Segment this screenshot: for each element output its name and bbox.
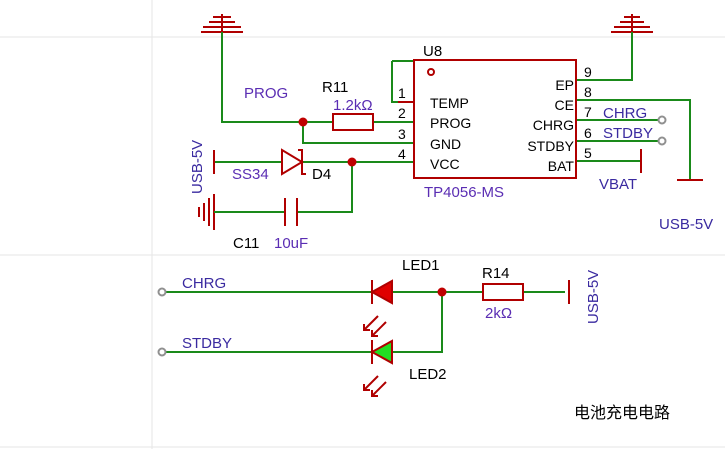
ground-symbol-c11 xyxy=(198,194,215,230)
led2-light-arrows xyxy=(363,375,387,397)
stdby-net-label-out: STDBY xyxy=(603,125,653,142)
capacitor-c11 xyxy=(284,198,298,226)
power-flags xyxy=(213,149,703,304)
vbat-net-label: VBAT xyxy=(599,176,637,193)
net-ends xyxy=(157,115,667,357)
ic-pin-name: CE xyxy=(555,97,574,113)
chrg-net-label-in: CHRG xyxy=(182,275,226,292)
junctions xyxy=(298,117,447,297)
usb5v-net-label-left: USB-5V xyxy=(189,140,206,194)
c11-value: 10uF xyxy=(274,235,308,252)
led-led2 xyxy=(363,339,393,397)
ic-pin-name: STDBY xyxy=(527,138,574,154)
ic-pin-number: 5 xyxy=(584,145,592,161)
ic-pin-number: 1 xyxy=(398,85,406,101)
chrg-net-label-out: CHRG xyxy=(603,105,647,122)
usb5v-net-label-led: USB-5V xyxy=(585,270,602,324)
stdby-net-label-in: STDBY xyxy=(182,335,232,352)
ic-designator: U8 xyxy=(423,43,442,60)
ic-pin-number: 3 xyxy=(398,126,406,142)
ic-pin-number: 7 xyxy=(584,104,592,120)
ic-pin-number: 6 xyxy=(584,125,592,141)
resistor-r11 xyxy=(332,113,374,131)
resistor-r14 xyxy=(482,283,524,301)
ic-pin-number: 8 xyxy=(584,84,592,100)
diode-d4 xyxy=(281,148,306,176)
ic-part-number: TP4056-MS xyxy=(424,184,504,201)
circuit-title: 电池充电电路 xyxy=(574,404,670,422)
ic-pin-number: 4 xyxy=(398,146,406,162)
pin1-marker xyxy=(427,68,435,76)
c11-designator: C11 xyxy=(233,235,259,252)
ic-pin-name: GND xyxy=(430,136,461,152)
ground-symbol-right xyxy=(611,14,653,33)
ic-pin-number: 9 xyxy=(584,64,592,80)
d4-part: SS34 xyxy=(232,166,269,183)
ic-pin-name: VCC xyxy=(430,156,460,172)
usb5v-net-label-right: USB-5V xyxy=(659,216,713,233)
r11-value: 1.2kΩ xyxy=(333,97,373,114)
ic-u8 xyxy=(398,59,577,179)
led2-designator: LED2 xyxy=(409,366,447,383)
ic-pin-name: CHRG xyxy=(533,117,574,133)
r14-value: 2kΩ xyxy=(485,305,512,322)
ground-symbol-left xyxy=(201,14,243,33)
ic-pin-number: 2 xyxy=(398,105,406,121)
r11-designator: R11 xyxy=(322,79,348,96)
r14-designator: R14 xyxy=(482,265,510,282)
ic-pin-name: TEMP xyxy=(430,95,469,111)
led1-designator: LED1 xyxy=(402,257,440,274)
ic-pin-name: BAT xyxy=(548,158,575,174)
d4-designator: D4 xyxy=(312,166,331,183)
prog-net-label: PROG xyxy=(244,85,288,102)
ic-pin-name: PROG xyxy=(430,115,471,131)
led-led1 xyxy=(363,279,393,337)
ic-pin-name: EP xyxy=(555,77,574,93)
led1-light-arrows xyxy=(363,315,387,337)
